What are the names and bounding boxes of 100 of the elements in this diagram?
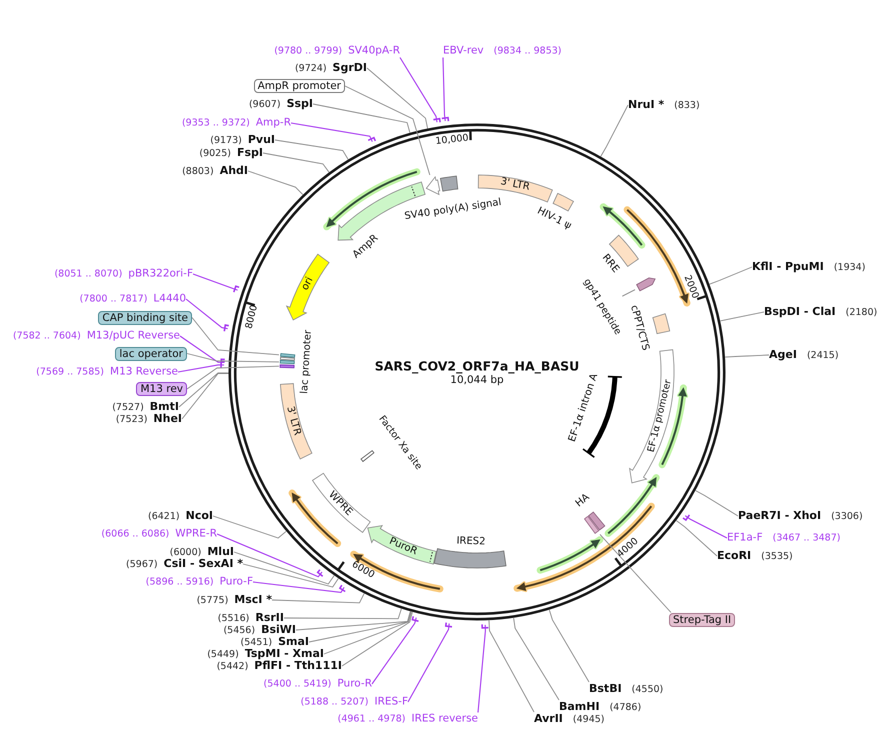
enzyme-name: SmaI (278, 635, 309, 648)
feature-tag: CAP binding site (98, 310, 192, 324)
enzyme-name: BamHI (559, 700, 600, 713)
leader-line (186, 353, 280, 362)
primer-position: (5896 .. 5916) (146, 576, 214, 588)
enzyme-name: SgrDI (332, 61, 367, 74)
primer-name: pBR322ori-F (128, 268, 193, 280)
enzyme-name: BsiWI (261, 623, 296, 636)
feature-label: 3' LTR (499, 177, 530, 194)
site-position: (3306) (831, 510, 863, 523)
enzyme-name: BstBI (589, 682, 622, 695)
site-position: (5456) (223, 624, 256, 637)
feature-label: lac promoter (300, 330, 314, 394)
primer-name: Puro-F (220, 576, 253, 588)
leader-line (192, 317, 280, 356)
primer-position: (7569 .. 7585) (36, 366, 104, 378)
site-position: (2180) (846, 306, 878, 319)
leader-line (684, 515, 728, 538)
leader-line (284, 608, 402, 620)
primer-name: M13 Reverse (110, 366, 178, 378)
enzyme-name: PaeR7I - XhoI (738, 509, 822, 522)
leader-line (372, 617, 417, 684)
site-position: (9173) (210, 134, 242, 147)
enzyme-name: MluI (207, 545, 234, 558)
enzyme-name: NheI (153, 412, 182, 425)
enzyme-name: TspMI - XmaI (244, 647, 324, 660)
site-position: (7527) (112, 401, 144, 414)
primer-position: (4961 .. 4978) (338, 712, 406, 726)
site-position: (2415) (806, 349, 839, 362)
leader-line (694, 490, 738, 516)
leader-line (272, 592, 365, 604)
enzyme-name: AgeI (769, 348, 797, 361)
leader-line (600, 104, 628, 157)
primer-name: SV40pA-R (348, 44, 400, 58)
site-position: (8803) (182, 165, 214, 178)
leader-line (296, 610, 411, 630)
primer-position: (9353 .. 9372) (182, 116, 250, 130)
feature-tag: M13 rev (136, 382, 187, 396)
primer-name: IRES reverse (412, 712, 478, 726)
leader-line (212, 516, 287, 538)
leader-line (182, 373, 229, 420)
site-position: (833) (674, 99, 700, 112)
leader-line (186, 366, 280, 390)
primer-name: EF1a-F (727, 532, 763, 544)
enzyme-name: FspI (236, 146, 263, 159)
site-position: (4550) (632, 683, 664, 696)
leader-line (186, 298, 228, 330)
leader-line (178, 364, 224, 373)
feature-label: EF-1α promoter (646, 378, 674, 454)
feature-label: SV40 poly(A) signal (404, 198, 502, 222)
tick-label: 2000 (682, 274, 700, 300)
leader-line (600, 534, 672, 613)
leader-line (366, 68, 428, 129)
feature-label: HA (574, 493, 592, 510)
site-position: (9607) (248, 98, 281, 111)
primer-name: WPRE-R (175, 528, 217, 540)
enzyme-name: MscI * (234, 593, 272, 606)
site-position: (3535) (761, 550, 793, 563)
leader-line (192, 273, 238, 291)
primer-position: (5188 .. 5207) (300, 696, 368, 708)
leader-line (274, 140, 349, 160)
feature-label: ori (300, 276, 316, 292)
leader-line (513, 617, 560, 700)
leader-line (548, 609, 590, 682)
site-position: (7523) (116, 413, 148, 426)
feature-tag: AmpR promoter (254, 79, 345, 93)
enzyme-name: BmtI (150, 400, 179, 413)
leader-line (312, 104, 410, 134)
primer-position: (5400 .. 5419) (264, 678, 332, 690)
leader-line (477, 624, 486, 713)
leader-line (408, 623, 450, 702)
leader-line (720, 312, 764, 322)
primer-position: (7582 .. 7604) (12, 330, 81, 342)
leader-line (252, 581, 345, 593)
enzyme-name: CsiI - SexAI * (164, 557, 243, 570)
site-position: (5967) (126, 558, 158, 571)
site-position: (6421) (148, 510, 180, 523)
feature-label: IRES2 (456, 536, 486, 548)
leader-line (709, 266, 752, 285)
enzyme-name: NcoI (186, 509, 213, 522)
enzyme-name: EcoRI (717, 549, 752, 562)
tick-label: 6000 (350, 560, 376, 580)
plasmid-size: 10,044 bp (450, 374, 504, 386)
feature-tag: lac operator (115, 346, 187, 360)
enzyme-name: KflI - PpuMI (752, 260, 824, 273)
tick-label: 10,000 (435, 134, 470, 147)
plasmid-name: SARS_COV2_ORF7a_HA_BASU (374, 358, 580, 374)
primer-name: Amp-R (256, 116, 291, 130)
site-position: (9025) (199, 147, 231, 160)
feature-tag: Strep-Tag II (669, 612, 736, 626)
site-position: (4786) (610, 701, 642, 714)
site-position: (4945) (572, 713, 604, 726)
primer-position: (6066 .. 6086) (101, 528, 170, 540)
primer-name: L4440 (153, 292, 186, 306)
site-position: (5516) (218, 612, 250, 625)
leader-line (234, 552, 335, 585)
leader-line (262, 152, 330, 173)
site-position: (6000) (170, 546, 202, 558)
enzyme-name: PvuI (248, 133, 275, 146)
leader-line (308, 611, 412, 642)
